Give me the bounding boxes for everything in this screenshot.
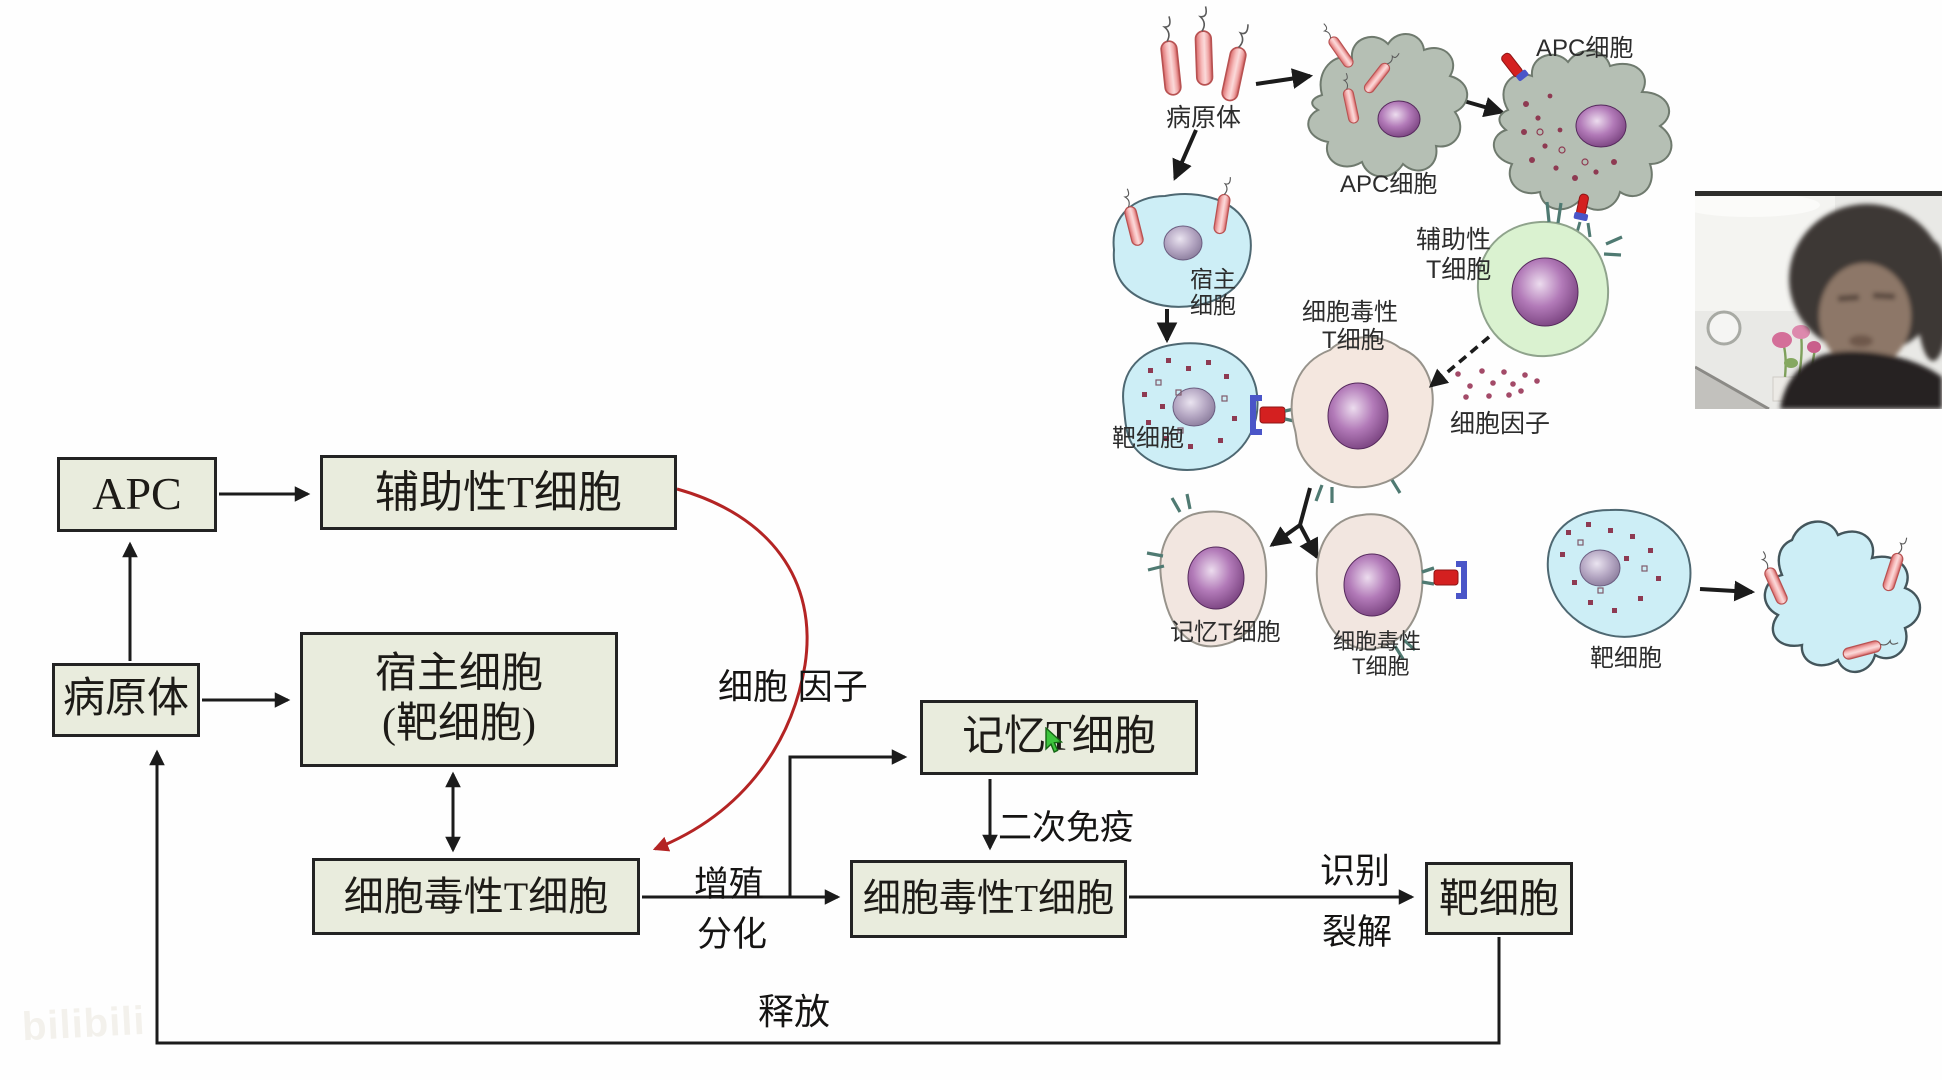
box-pathogen-label: 病原体: [62, 676, 189, 723]
arrow-branch-to-memory: [788, 749, 908, 897]
box-helper-t: 辅助性T细胞: [320, 455, 677, 530]
receptor-connector-right: [1421, 561, 1467, 599]
memory-t-cell: [1146, 493, 1268, 648]
ill-label-host-1: 宿主: [1190, 266, 1236, 292]
arrow-pathogen-to-hostcell: [1172, 129, 1198, 181]
target-cell-left: [1122, 342, 1259, 471]
ill-label-ctl-1: 细胞毒性: [1302, 299, 1398, 326]
label-release: 释放: [758, 991, 831, 1032]
ill-label-ctl2-1: 细胞毒性: [1333, 629, 1422, 654]
ill-label-ctl2-2: T细胞: [1352, 654, 1410, 679]
label-differentiate: 分化: [697, 915, 768, 954]
label-lyse: 裂解: [1322, 913, 1393, 952]
label-cytokine: 细胞 因子: [718, 668, 868, 707]
box-apc: APC: [57, 457, 217, 532]
box-cytotoxic-t-2: 细胞毒性T细胞: [850, 860, 1127, 938]
antigen-fragments: [1142, 358, 1237, 449]
antigen-fragments: [1560, 522, 1661, 613]
arrow-cytokine-dashed: [1428, 335, 1491, 388]
face: [1819, 263, 1911, 369]
cytotoxic-t-cell-small: [1315, 513, 1424, 660]
target-cell-right: [1546, 508, 1692, 638]
person: [1780, 204, 1942, 409]
branch-arrows: [1269, 487, 1319, 560]
ill-label-apc2: APC细胞: [1536, 35, 1634, 62]
arrow-release-feedback: [149, 749, 1501, 1045]
box-cytotoxic-t-2-label: 细胞毒性T细胞: [862, 877, 1115, 920]
arrow-pathogen-to-apc1: [1255, 68, 1314, 89]
apc2-receptor-top: [1501, 52, 1529, 82]
label-recognize: 识别: [1320, 852, 1391, 891]
webcam-top-border: [1695, 191, 1942, 196]
box-host-line1: 宿主细胞: [374, 650, 543, 697]
ill-label-target-left: 靶细胞: [1112, 425, 1184, 452]
ill-label-host-2: 细胞: [1190, 292, 1236, 318]
cytokine-dots: [1455, 368, 1540, 400]
ill-label-apc1: APC细胞: [1340, 171, 1438, 198]
bilibili-watermark: bilibili: [20, 998, 147, 1050]
box-host-line2: (靶细胞): [382, 700, 536, 747]
floor-line: [1695, 365, 1770, 409]
ill-label-ctl-2: T细胞: [1322, 327, 1385, 354]
label-proliferate: 增殖: [694, 865, 765, 904]
ill-label-helper-2: T细胞: [1426, 256, 1492, 284]
box-host-cell: 宿主细胞 (靶细胞): [300, 632, 618, 767]
arrow-target-to-lysed: [1699, 580, 1756, 602]
label-secondary-immune: 二次免疫: [998, 809, 1134, 847]
box-target-cell-label: 靶细胞: [1439, 875, 1559, 921]
flowchart-connectors: [122, 486, 1501, 1045]
helper-t-cell: [1476, 201, 1623, 358]
box-apc-label: APC: [92, 468, 182, 520]
host-cell: [1112, 175, 1252, 308]
antigen-fragments: [1521, 93, 1617, 181]
apc-cell-2: [1493, 49, 1673, 238]
ill-label-memory: 记忆T细胞: [1170, 619, 1281, 646]
ill-label-target-right: 靶细胞: [1590, 645, 1662, 672]
apc-cell-1: [1307, 21, 1469, 178]
ill-label-cytokines: 细胞因子: [1450, 410, 1551, 438]
arrow-cytokine-red-curve: [652, 487, 809, 852]
lysed-cell: [1755, 520, 1922, 674]
webcam-scene: [1695, 191, 1942, 409]
box-pathogen: 病原体: [52, 663, 200, 737]
wall-clock: [1706, 310, 1742, 346]
box-cytotoxic-t-1-label: 细胞毒性T细胞: [343, 873, 609, 919]
webcam-video: [1695, 191, 1942, 409]
box-memory-t: 记忆T细胞: [920, 700, 1198, 775]
box-cytotoxic-t-1: 细胞毒性T细胞: [312, 858, 640, 935]
pathogen-bacteria-group: [1156, 5, 1254, 103]
box-memory-t-label: 记忆T细胞: [962, 713, 1156, 760]
ceiling-light: [1695, 193, 1820, 217]
ill-label-helper-1: 辅助性: [1416, 226, 1492, 254]
ill-label-pathogen: 病原体: [1166, 104, 1242, 132]
shoulders: [1780, 351, 1942, 409]
mouse-cursor[interactable]: [1044, 727, 1070, 757]
cytotoxic-t-cell-big: [1290, 336, 1434, 503]
box-helper-t-label: 辅助性T细胞: [375, 467, 622, 517]
box-target-cell: 靶细胞: [1425, 862, 1573, 935]
